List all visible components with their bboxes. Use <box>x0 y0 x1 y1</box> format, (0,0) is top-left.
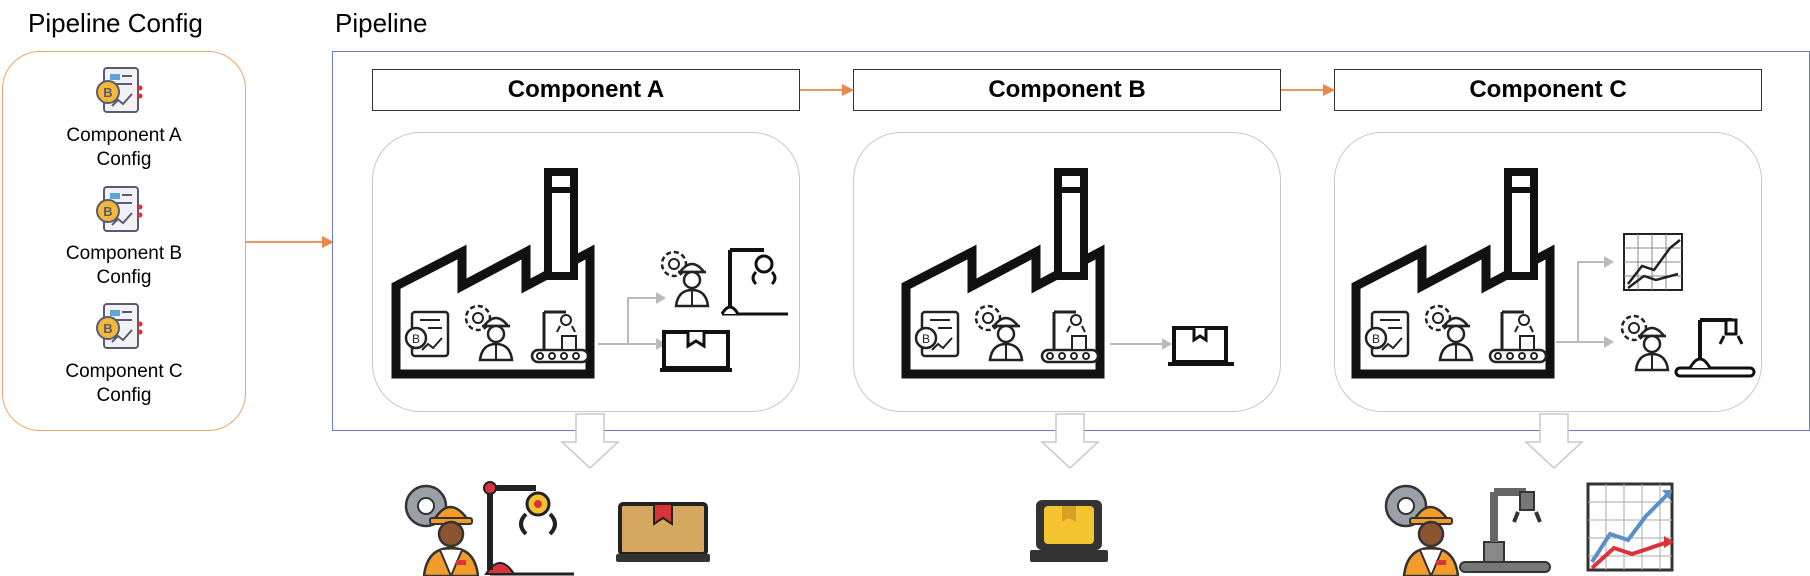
config-document-icon <box>96 302 146 359</box>
b-to-c-arrow <box>1281 84 1335 96</box>
pipeline-title: Pipeline <box>335 8 428 38</box>
robot-arm-icon <box>530 310 590 364</box>
config-document-icon <box>1364 310 1410 358</box>
config-panel-title: Pipeline Config <box>28 8 203 38</box>
config-item-label: Component C <box>65 361 183 382</box>
flow-arrow <box>1110 338 1172 350</box>
growth-chart-icon <box>1586 482 1674 572</box>
robot-arm-icon <box>1488 310 1548 364</box>
engineer-icon <box>1424 304 1474 362</box>
config-item-label: Component B <box>65 243 183 264</box>
config-item-sublabel: Config <box>96 267 152 288</box>
config-document-icon <box>96 66 146 123</box>
branch-arrows <box>1556 256 1614 348</box>
engineer-robot-arm-icon <box>1620 314 1756 378</box>
engineer-robot-arm-icon <box>660 248 788 316</box>
engineer-robot-arm-icon <box>1384 484 1551 576</box>
package-box-icon <box>616 502 710 562</box>
config-item-b[interactable]: Component B Config <box>24 242 224 290</box>
package-box-icon <box>1030 500 1108 562</box>
output-arrow-a <box>560 413 620 470</box>
config-document-icon <box>96 185 146 242</box>
package-box-icon <box>1168 326 1234 366</box>
growth-chart-icon <box>1622 232 1684 292</box>
robot-arm-icon <box>1040 310 1100 364</box>
config-to-pipeline-arrow <box>246 236 334 248</box>
package-box-icon <box>658 330 734 372</box>
engineer-robot-arm-icon <box>404 481 574 576</box>
engineer-icon <box>974 304 1024 362</box>
engineer-icon <box>464 304 514 362</box>
config-document-icon <box>914 310 960 358</box>
config-item-sublabel: Config <box>96 385 152 406</box>
config-item-a[interactable]: Component A Config <box>24 124 224 172</box>
branch-arrows <box>598 292 666 350</box>
config-document-icon <box>404 310 450 358</box>
component-c-header[interactable]: Component C <box>1334 69 1762 111</box>
config-item-label: Component A <box>66 125 182 146</box>
a-to-b-arrow <box>800 84 854 96</box>
config-item-sublabel: Config <box>96 149 152 170</box>
output-arrow-c <box>1524 413 1584 470</box>
output-arrow-b <box>1040 413 1100 470</box>
component-a-header[interactable]: Component A <box>372 69 800 111</box>
component-b-header[interactable]: Component B <box>853 69 1281 111</box>
config-item-c[interactable]: Component C Config <box>24 360 224 408</box>
pipeline-config-panel <box>2 51 246 431</box>
